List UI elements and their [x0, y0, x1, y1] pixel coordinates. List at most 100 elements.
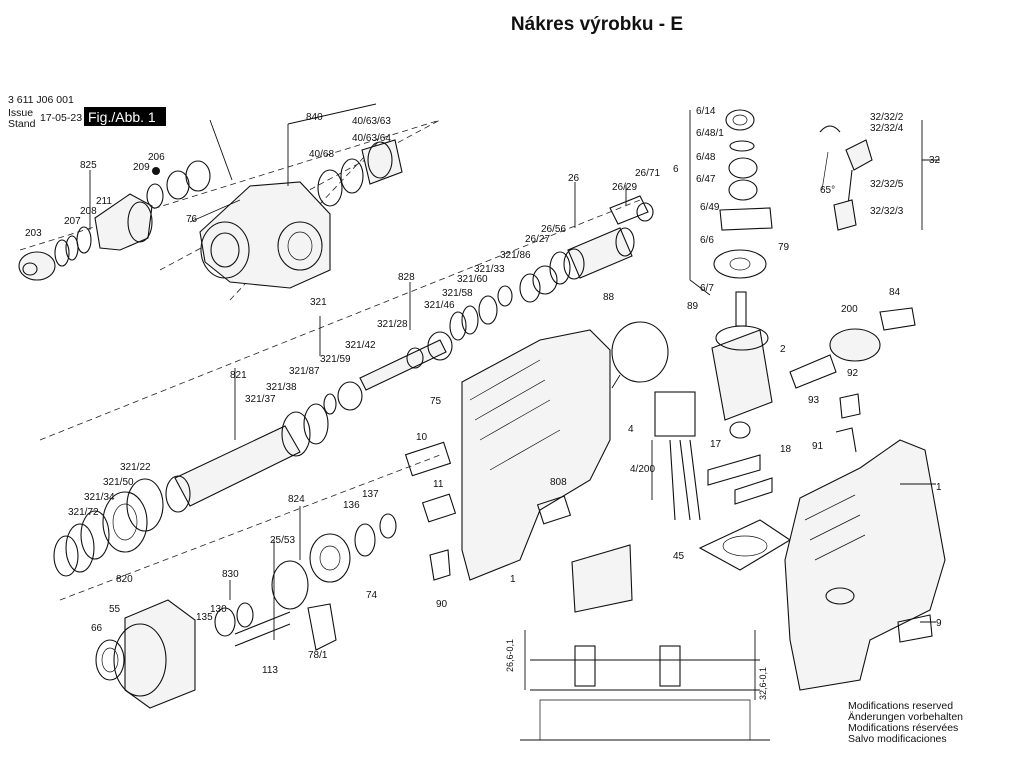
part-label: 6: [673, 164, 679, 175]
part-label: 74: [366, 590, 378, 601]
gear-assembly-824: [214, 513, 397, 651]
part-label: 6/14: [696, 106, 716, 117]
part-label: 91: [812, 441, 824, 452]
assembly-axis-3: [59, 454, 441, 601]
part-label: 321/87: [289, 366, 320, 377]
issue-label-line2: Stand: [8, 118, 36, 130]
part-label: 78/1: [308, 650, 328, 661]
figure-label-box: [84, 107, 166, 126]
spindle-tube-840: [317, 139, 403, 207]
part-label: 90: [436, 599, 448, 610]
part-label: 321/86: [500, 250, 531, 261]
part-label: 321/28: [377, 319, 408, 330]
note-line-2: Änderungen vorbehalten: [848, 711, 963, 723]
housing-shell-1: [784, 439, 946, 691]
part-label: 6/7: [700, 283, 714, 294]
part-label: 321: [310, 297, 327, 308]
part-label: 136: [343, 500, 360, 511]
part-label: 321/34: [84, 492, 115, 503]
part-label: 32/32/3: [870, 206, 904, 217]
section-detail: 26,6-0,1 32,6-0,1: [505, 630, 770, 741]
part-label: 321/72: [68, 507, 99, 518]
part-label: 137: [362, 489, 379, 500]
page-title: Nákres výrobku - E: [510, 14, 684, 35]
part-label: 207: [64, 216, 81, 227]
part-label: 830: [222, 569, 239, 580]
gear-housing: [189, 181, 331, 289]
nose-assembly: [18, 160, 211, 281]
part-label: 200: [841, 304, 858, 315]
figure-label: Fig./Abb. 1: [88, 109, 156, 125]
part-label: 130: [210, 604, 227, 615]
part-label: 26/29: [612, 182, 637, 193]
part-label: 40/68: [309, 149, 334, 160]
part-label: 26/56: [541, 224, 566, 235]
seal-parts: [698, 454, 792, 571]
part-label: 206: [148, 152, 165, 163]
part-label: 321/33: [474, 264, 505, 275]
part-label: 321/58: [442, 288, 473, 299]
housing-half-1: [404, 321, 669, 581]
part-label: 55: [109, 604, 121, 615]
part-label: 26/27: [525, 234, 550, 245]
part-label: 209: [133, 162, 150, 173]
part-label: 4/200: [630, 464, 655, 475]
part-label: 40/63/64: [352, 133, 391, 144]
part-label: 18: [780, 444, 792, 455]
part-label: 40/63/63: [352, 116, 391, 127]
hammer-tube-321-22: [53, 403, 329, 577]
part-label: 1: [510, 574, 516, 585]
note-line-3: Modifications réservées: [848, 722, 958, 734]
part-label: 92: [847, 368, 859, 379]
part-label: 32/32/5: [870, 179, 904, 190]
part-label: 321/42: [345, 340, 376, 351]
part-label: 211: [96, 196, 112, 207]
part-label: 11: [433, 479, 444, 490]
part-label: 808: [550, 477, 567, 488]
part-label: 840: [306, 112, 323, 123]
part-label: 825: [80, 160, 97, 171]
part-label: 321/38: [266, 382, 297, 393]
part-label: 84: [889, 287, 901, 298]
part-label: 9: [936, 618, 942, 629]
brush-holder-4: [571, 391, 701, 613]
fan-assembly-6: [713, 109, 773, 279]
part-label: 321/46: [424, 300, 455, 311]
flange-820: [95, 599, 196, 709]
part-label: 25/53: [270, 535, 295, 546]
part-label: 6/48: [696, 152, 716, 163]
part-label: 10: [416, 432, 428, 443]
part-label: 6/49: [700, 202, 720, 213]
assembly-axis-2: [39, 199, 641, 441]
part-label: 26/71: [635, 168, 660, 179]
part-label: 1: [936, 482, 942, 493]
part-label: 45: [673, 551, 685, 562]
note-line-1: Modifications reserved: [848, 700, 953, 712]
part-label: 208: [80, 206, 97, 217]
part-label: 6/48/1: [696, 128, 724, 139]
part-label: 6/47: [696, 174, 716, 185]
part-label: 93: [808, 395, 820, 406]
part-label: 135: [196, 612, 213, 623]
part-label: 76: [186, 214, 198, 225]
piston-assembly-26: [449, 195, 654, 341]
motor-2: [711, 291, 773, 439]
part-label: 2: [780, 344, 786, 355]
part-label: 89: [687, 301, 699, 312]
handle-32: [819, 125, 873, 231]
part-label: 17: [710, 439, 722, 450]
part-label: 32/32/2: [870, 112, 904, 123]
part-label: 26: [568, 173, 580, 184]
part-label: 75: [430, 396, 442, 407]
part-label: 113: [262, 665, 278, 676]
small-parts-right: [789, 307, 916, 453]
part-label: 321/50: [103, 477, 134, 488]
note-line-4: Salvo modificaciones: [848, 733, 947, 745]
leader-lines: [89, 103, 940, 640]
part-label: 4: [628, 424, 634, 435]
part-label: 203: [25, 228, 42, 239]
part-label: 88: [603, 292, 615, 303]
part-label: 321/59: [320, 354, 351, 365]
dimension-right: 32,6-0,1: [758, 667, 768, 700]
